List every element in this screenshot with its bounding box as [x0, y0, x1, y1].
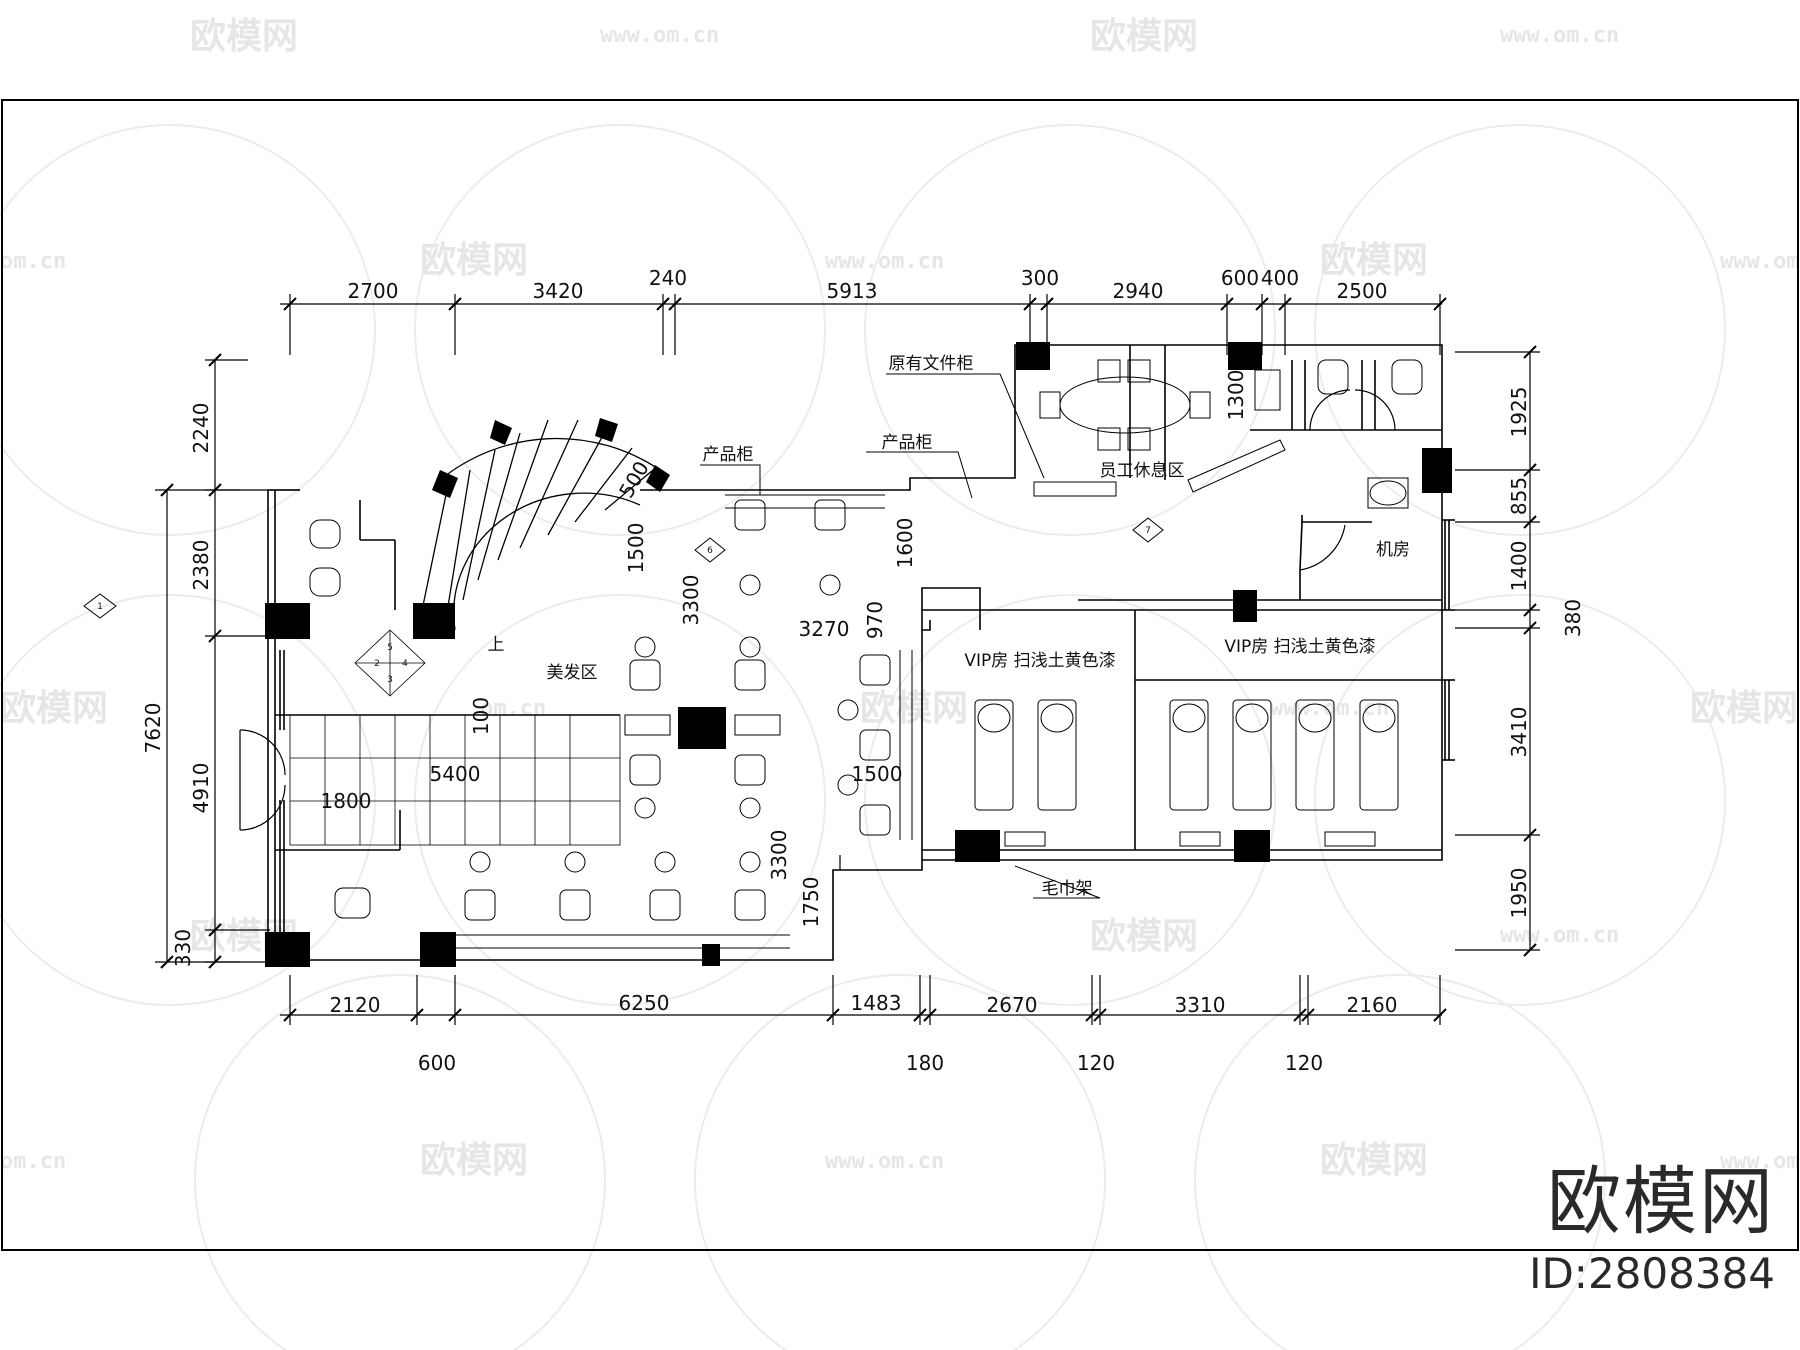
watermark-brand: 欧模网 — [1320, 1140, 1428, 1181]
leader-lines — [700, 373, 1101, 899]
watermark-url: www.om.cn — [825, 249, 944, 274]
doors — [239, 389, 1396, 870]
drawing-frame — [1, 99, 1799, 1251]
dim-interior: 3270 — [799, 617, 850, 641]
dim-interior: 1300 — [1224, 370, 1248, 421]
marker-label: 5 — [387, 643, 393, 653]
watermark-url: www.om.cn — [1720, 249, 1800, 274]
label-towel-rack: 毛巾架 — [1042, 879, 1093, 899]
dim-right: 380 — [1561, 599, 1585, 637]
dim-interior: 3300 — [767, 830, 791, 881]
brand-id: ID:2808384 — [1529, 1249, 1775, 1298]
watermark-url: www.om.cn — [1500, 923, 1619, 948]
marker-label: 4 — [402, 659, 408, 669]
dim-bottom: 2160 — [1347, 993, 1398, 1017]
dim-bottom: 2120 — [330, 993, 381, 1017]
dim-interior: 3300 — [679, 575, 703, 626]
dim-interior: 1500 — [624, 523, 648, 574]
dim-interior: 1750 — [799, 877, 823, 928]
dim-top: 5913 — [827, 279, 878, 303]
label-product-cabinet: 产品柜 — [882, 433, 933, 453]
dim-right: 3410 — [1507, 707, 1531, 758]
entry-tile-grid — [289, 629, 621, 846]
dim-top: 600 — [1221, 266, 1259, 290]
dim-interior: 1500 — [852, 762, 903, 786]
watermark-url: om.cn — [0, 249, 66, 274]
marker-label: 3 — [387, 675, 393, 685]
dim-left: 4910 — [189, 763, 213, 814]
dim-left: 2240 — [189, 403, 213, 454]
dim-left: 7620 — [141, 703, 165, 754]
dim-top: 3420 — [533, 279, 584, 303]
watermark-brand: 欧模网 — [860, 688, 968, 729]
dim-interior: 970 — [863, 601, 887, 639]
furniture — [309, 359, 1423, 949]
dim-interior: 5400 — [430, 762, 481, 786]
watermark-url: www.om.cn — [600, 23, 719, 48]
section-markers: 1 6 7 2 3 4 5 — [83, 517, 1164, 685]
watermark-url: www.om.cn — [825, 1149, 944, 1174]
dim-top: 400 — [1261, 266, 1299, 290]
dim-bottom-sub: 600 — [418, 1051, 456, 1075]
label-stair-up: 上 — [488, 635, 505, 655]
dimension-labels: 2700 3420 240 5913 300 2940 600 400 2500… — [141, 266, 1585, 1075]
marker-label: 2 — [374, 659, 380, 669]
dimension-lines — [155, 294, 1540, 1025]
dimension-ticks — [160, 297, 1537, 1022]
watermark-brand: 欧模网 — [420, 1140, 528, 1181]
dim-interior: 100 — [469, 697, 493, 735]
marker-label: 6 — [707, 546, 713, 556]
dim-bottom: 6250 — [619, 991, 670, 1015]
dim-right: 1950 — [1507, 868, 1531, 919]
marker-label: 7 — [1145, 526, 1151, 536]
dim-right: 1925 — [1507, 387, 1531, 438]
brand-logo-text: 欧模网 — [1547, 1159, 1775, 1245]
watermark-brand: 欧模网 — [0, 688, 108, 729]
watermark-brand: 欧模网 — [1690, 688, 1798, 729]
label-original-file-cabinet: 原有文件柜 — [889, 354, 974, 374]
marker-label: 1 — [97, 602, 103, 612]
label-machine-room: 机房 — [1376, 540, 1410, 560]
dim-bottom: 1483 — [851, 991, 902, 1015]
dim-top: 2940 — [1113, 279, 1164, 303]
dim-top: 300 — [1021, 266, 1059, 290]
room-labels: 美发区 员工休息区 机房 VIP房 扫浅土黄色漆 VIP房 扫浅土黄色漆 产品柜… — [488, 354, 1411, 899]
watermark-brand: 欧模网 — [1090, 916, 1198, 957]
label-product-cabinet: 产品柜 — [703, 445, 754, 465]
dim-top: 240 — [649, 266, 687, 290]
dim-left: 330 — [171, 929, 195, 967]
dim-bottom: 3310 — [1175, 993, 1226, 1017]
spiral-stair — [419, 419, 661, 631]
label-hair-area: 美发区 — [547, 663, 598, 683]
watermark-url: om.cn — [0, 1149, 66, 1174]
dim-top: 2500 — [1337, 279, 1388, 303]
dim-bottom-sub: 120 — [1285, 1051, 1323, 1075]
dim-right: 855 — [1507, 477, 1531, 515]
dim-right: 1400 — [1507, 541, 1531, 592]
dim-interior: 1800 — [321, 789, 372, 813]
dim-interior: 1600 — [893, 518, 917, 569]
dim-left: 2380 — [189, 540, 213, 591]
dim-bottom: 2670 — [987, 993, 1038, 1017]
label-vip-room: VIP房 扫浅土黄色漆 — [1224, 637, 1375, 657]
watermark-brand: 欧模网 — [420, 240, 528, 281]
dim-bottom-sub: 180 — [906, 1051, 944, 1075]
watermark-url: www.om.cn — [1500, 23, 1619, 48]
watermark-brand: 欧模网 — [190, 16, 298, 57]
watermark-brand: 欧模网 — [1320, 240, 1428, 281]
watermark-brand: 欧模网 — [1090, 16, 1198, 57]
dim-bottom-sub: 120 — [1077, 1051, 1115, 1075]
watermark-url: www.om.cn — [1720, 1149, 1800, 1174]
label-vip-room: VIP房 扫浅土黄色漆 — [964, 651, 1115, 671]
structural-columns — [265, 342, 1452, 967]
dim-top: 2700 — [348, 279, 399, 303]
label-staff-rest: 员工休息区 — [1100, 461, 1185, 481]
